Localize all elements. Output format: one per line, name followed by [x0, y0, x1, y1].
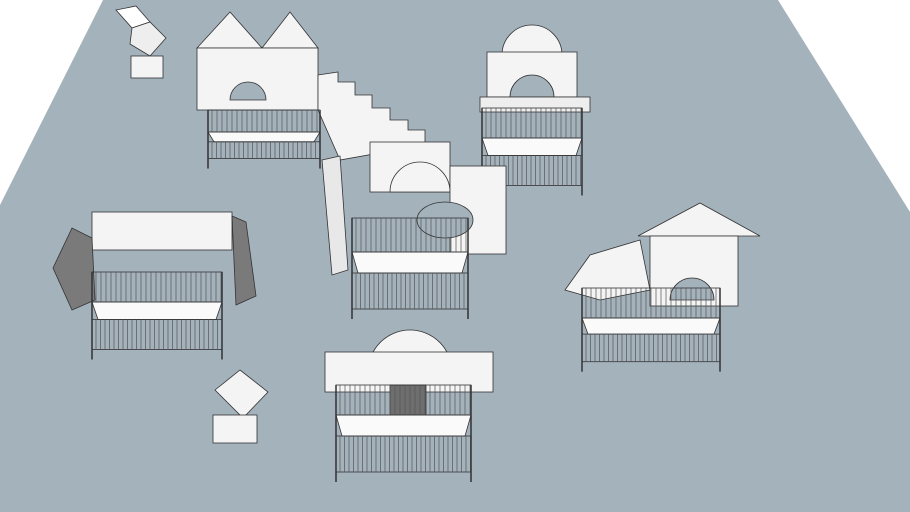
cube — [214, 369, 269, 419]
side-block-shade — [52, 227, 96, 311]
cube — [130, 55, 164, 79]
pillar — [321, 155, 349, 276]
wall-block — [91, 211, 233, 251]
crib-6-mattress — [335, 414, 472, 437]
side-block-shade — [231, 215, 257, 306]
tower-curve — [389, 161, 451, 193]
arch-base — [479, 96, 591, 113]
cube — [129, 21, 167, 57]
crib-1-mattress — [207, 131, 321, 143]
arch-opening — [509, 74, 555, 98]
crib-5-mattress — [581, 317, 721, 335]
cube — [212, 414, 258, 444]
arch-top — [501, 24, 563, 56]
crib-4-mattress — [91, 301, 223, 320]
slide — [564, 239, 651, 301]
play-structures — [52, 5, 761, 482]
crib-3-mattress — [351, 251, 469, 274]
castle-arch — [229, 81, 267, 101]
crib-2-mattress — [481, 137, 583, 156]
ring-hole — [416, 201, 474, 239]
castle-wall — [196, 47, 319, 111]
